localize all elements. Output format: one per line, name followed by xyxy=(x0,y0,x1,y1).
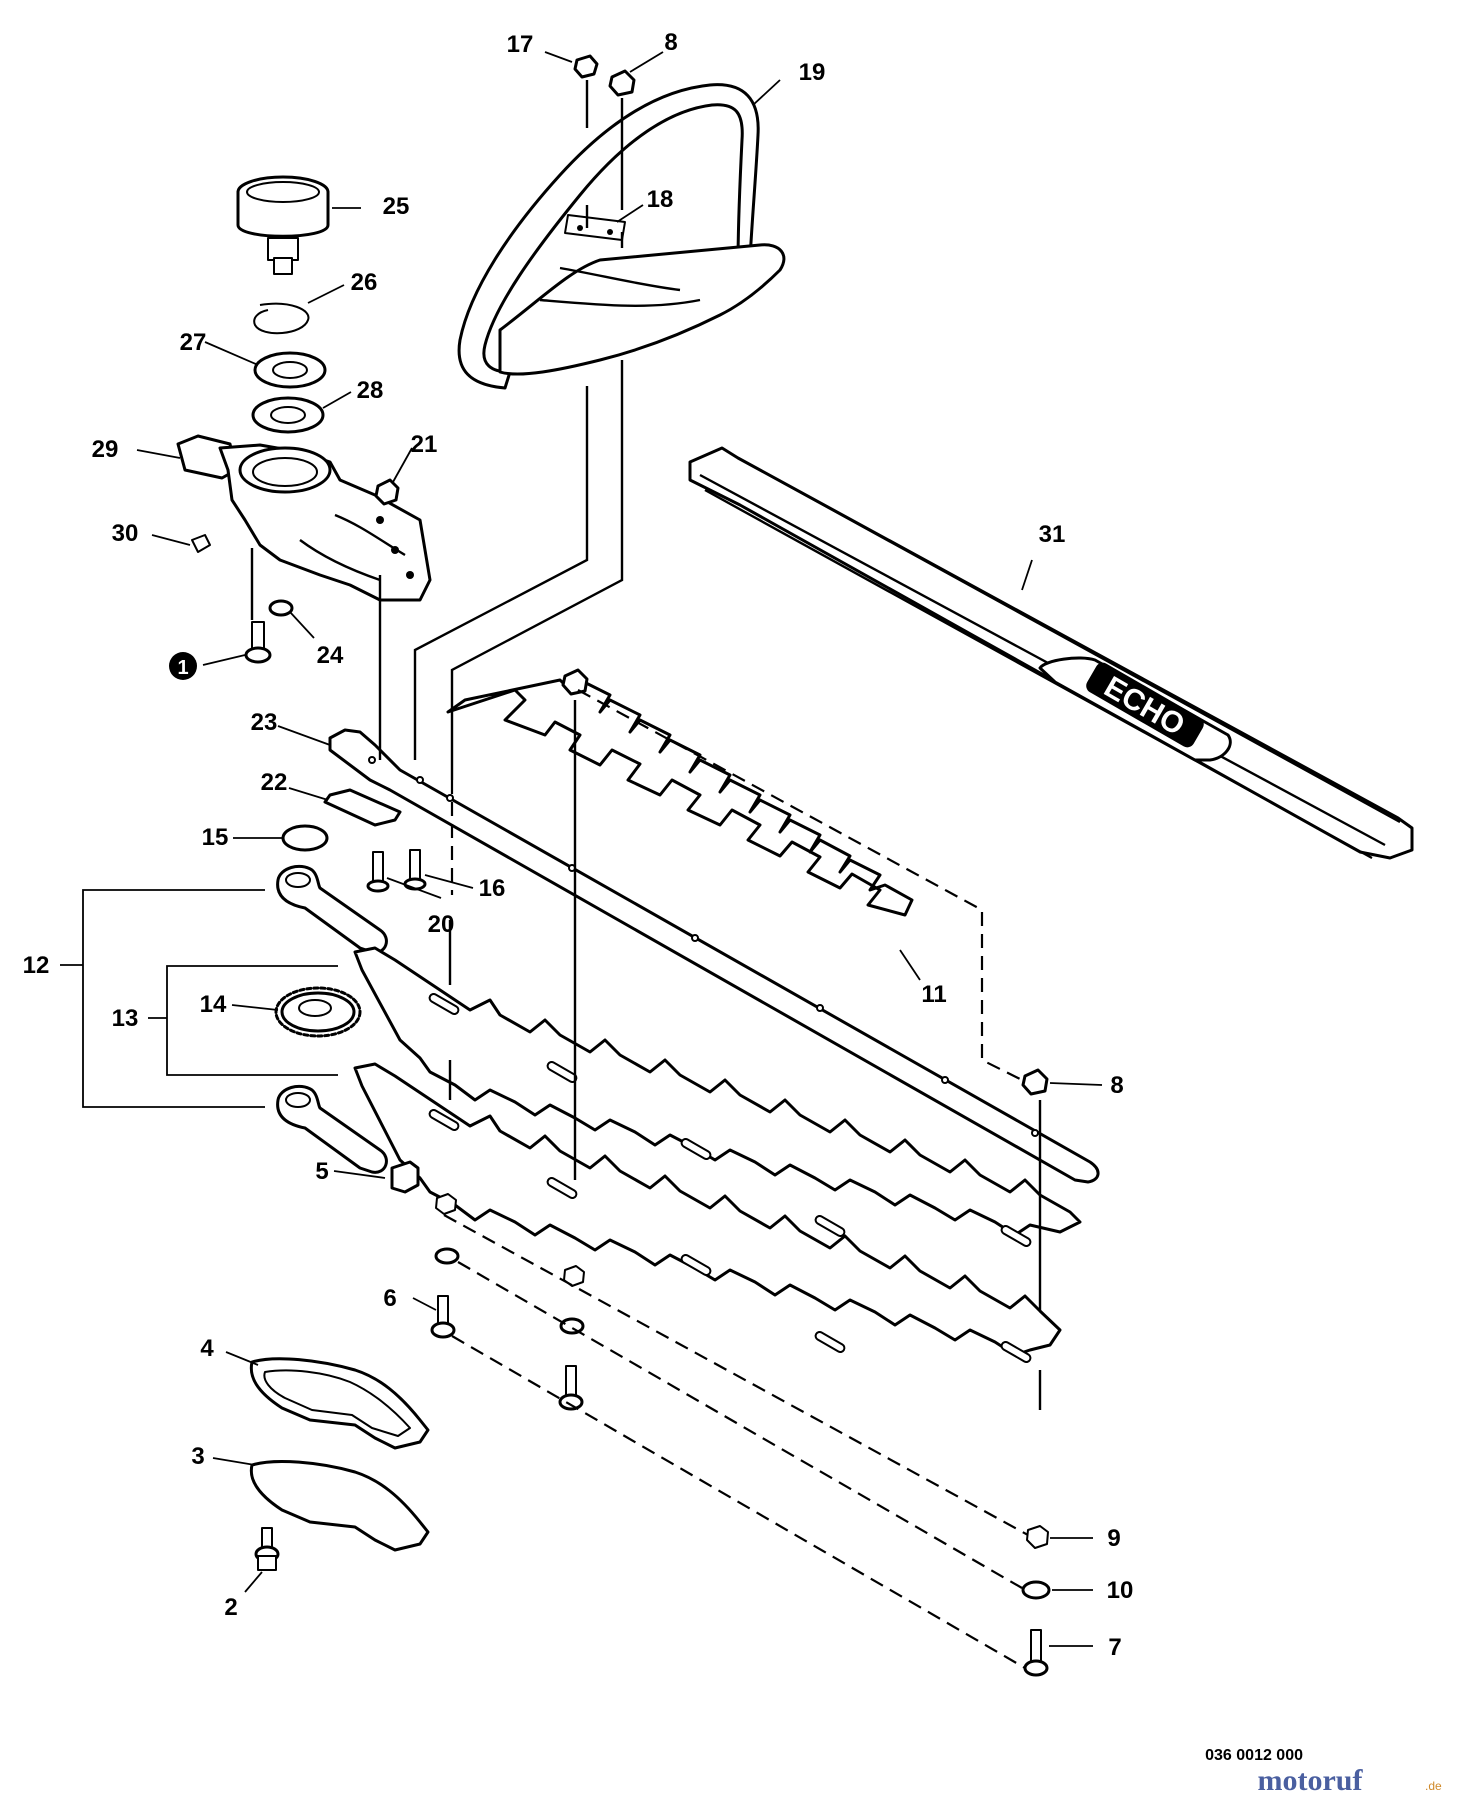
blade-cover-part-31: ECHO xyxy=(688,446,1414,860)
bolt-part-6 xyxy=(430,1295,456,1339)
screw-part-20 xyxy=(366,851,390,893)
label-part-14: 14 xyxy=(200,991,227,1018)
label-part-15: 15 xyxy=(202,824,229,851)
guide-part-5 xyxy=(390,1160,420,1194)
diagram-code: 036 0012 000 xyxy=(1205,1747,1303,1764)
upper-blade-part-11 xyxy=(446,678,914,917)
label-part-2: 2 xyxy=(224,1594,237,1621)
blade-plate-part-23 xyxy=(328,728,1100,1184)
label-part-16: 16 xyxy=(479,875,506,902)
gear-case-part-29 xyxy=(176,434,432,602)
label-part-29: 29 xyxy=(92,436,119,463)
snap-ring-part-26 xyxy=(253,302,310,335)
label-part-4: 4 xyxy=(200,1335,214,1362)
bolt-part-7-a xyxy=(558,1365,584,1411)
label-part-3: 3 xyxy=(191,1443,204,1470)
connecting-rod-part-12-lower xyxy=(276,1084,388,1174)
label-part-18: 18 xyxy=(647,186,674,213)
label-part-25: 25 xyxy=(383,193,410,220)
screw-part-2 xyxy=(254,1527,280,1571)
nut-part-8-top-blade xyxy=(561,668,589,696)
washer-part-10-b xyxy=(559,1317,585,1335)
label-part-7: 7 xyxy=(1108,1634,1121,1661)
connecting-rod-part-12-upper xyxy=(276,864,388,954)
nut-part-17 xyxy=(573,54,599,79)
watermark-main: motoruf xyxy=(1258,1764,1364,1797)
label-part-11: 11 xyxy=(921,981,946,1008)
label-part-17: 17 xyxy=(507,31,534,58)
label-part-20: 20 xyxy=(428,911,455,938)
label-part-8-top: 8 xyxy=(664,29,677,56)
assembly-dashes xyxy=(443,689,1029,1669)
screw-part-16 xyxy=(403,849,427,891)
label-part-31: 31 xyxy=(1039,521,1066,548)
label-part-26: 26 xyxy=(351,269,378,296)
blade-part-13-upper xyxy=(353,946,1082,1237)
washer-part-15 xyxy=(281,824,329,852)
label-part-21: 21 xyxy=(411,431,438,458)
label-part-27: 27 xyxy=(180,329,207,356)
gear-part-14 xyxy=(274,986,362,1038)
callout-leaders xyxy=(136,51,1103,1647)
assembly-lines xyxy=(250,80,1042,1410)
label-part-10: 10 xyxy=(1107,1577,1134,1604)
washer-part-10-a xyxy=(434,1247,460,1265)
label-part-6: 6 xyxy=(383,1285,396,1312)
label-part-23: 23 xyxy=(251,709,278,736)
watermark-suffix: .de xyxy=(1425,1779,1442,1793)
label-part-13: 13 xyxy=(112,1005,139,1032)
group-bracket-12 xyxy=(60,889,265,1108)
blade-part-13-lower xyxy=(353,1062,1062,1357)
nut-part-8-top xyxy=(608,69,636,97)
washer-part-24 xyxy=(268,599,294,617)
blade-slots xyxy=(428,993,1032,1363)
bolt-part-7 xyxy=(1023,1629,1049,1677)
label-part-19: 19 xyxy=(799,59,826,86)
grease-fitting-part-30 xyxy=(191,534,211,553)
screw-part-1 xyxy=(244,621,272,664)
nut-part-21 xyxy=(374,478,400,506)
group-bracket-13 xyxy=(148,965,338,1076)
square-nut-part-9 xyxy=(1026,1525,1049,1549)
handle-part-19 xyxy=(457,83,786,390)
label-part-1: 1 xyxy=(169,652,197,680)
label-part-9: 9 xyxy=(1107,1525,1120,1552)
plate-part-22 xyxy=(323,788,402,827)
label-part-12: 12 xyxy=(23,952,50,979)
label-part-30: 30 xyxy=(112,520,139,547)
washer-part-10 xyxy=(1021,1580,1051,1600)
nut-part-8-right xyxy=(1021,1068,1049,1096)
svg-text:1: 1 xyxy=(177,657,188,679)
label-part-24: 24 xyxy=(317,642,344,669)
bearing-part-28 xyxy=(251,396,325,434)
label-part-8-right: 8 xyxy=(1110,1072,1123,1099)
bearing-part-27 xyxy=(253,351,327,389)
square-nut-part-9-a xyxy=(435,1193,457,1215)
label-part-5: 5 xyxy=(315,1158,328,1185)
label-part-22: 22 xyxy=(261,769,288,796)
drive-drum-part-25 xyxy=(236,175,330,275)
label-part-28: 28 xyxy=(357,377,384,404)
watermark: motoruf .de xyxy=(1258,1764,1443,1797)
cover-plate-part-3 xyxy=(249,1459,430,1552)
gasket-part-4-inner xyxy=(263,1369,411,1437)
